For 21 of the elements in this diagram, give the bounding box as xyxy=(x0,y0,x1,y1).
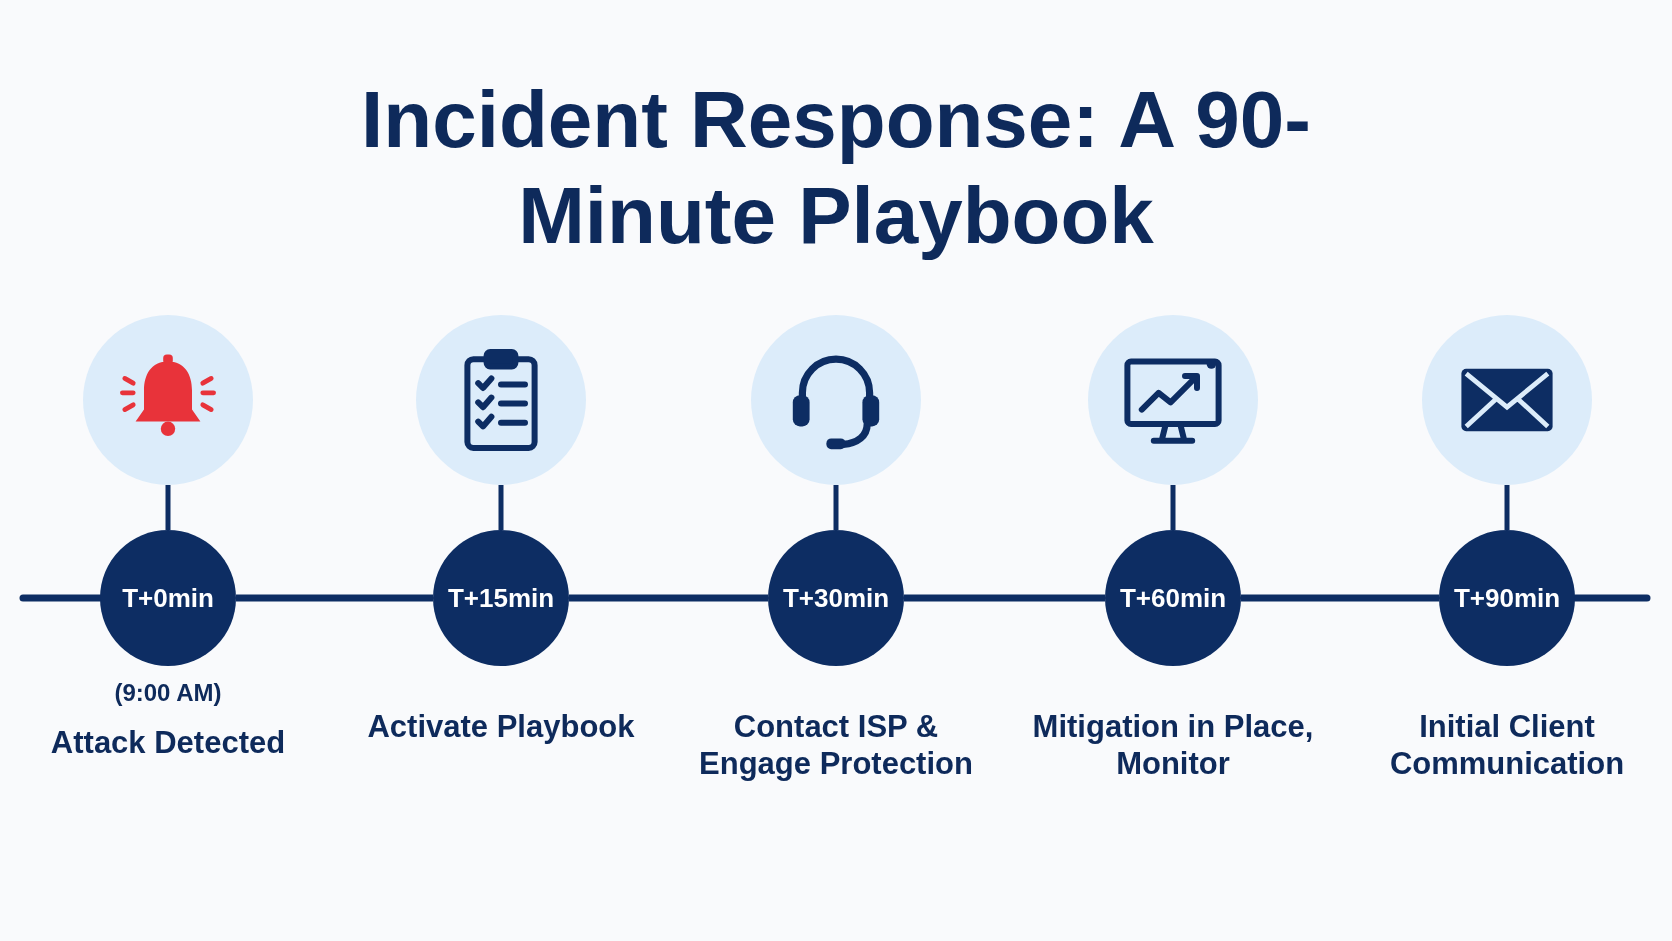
timeline-segment xyxy=(904,594,1105,602)
time-label: T+90min xyxy=(1453,582,1561,614)
step-label: Mitigation in Place, Monitor xyxy=(1031,708,1315,782)
step-label: Activate Playbook xyxy=(367,708,635,745)
connector-stem xyxy=(1170,485,1176,530)
timeline-segment xyxy=(1241,594,1439,602)
connector-stem xyxy=(498,485,504,530)
time-note: (9:00 AM) xyxy=(114,678,222,708)
connector-stem xyxy=(833,485,839,530)
time-label: T+0min xyxy=(122,582,214,614)
time-label: T+15min xyxy=(447,582,555,614)
connector-stem xyxy=(1504,485,1510,530)
title: Incident Response: A 90-Minute Playbook xyxy=(360,74,1312,262)
connector-stem xyxy=(165,485,171,530)
timeline-segment xyxy=(236,594,433,602)
step-label: Contact ISP & Engage Protection xyxy=(698,708,974,782)
step-label: Initial Client Communication xyxy=(1388,708,1626,782)
timeline-segment xyxy=(569,594,768,602)
step-label: Attack Detected xyxy=(50,724,286,761)
time-label: T+60min xyxy=(1119,582,1227,614)
time-label: T+30min xyxy=(782,582,890,614)
